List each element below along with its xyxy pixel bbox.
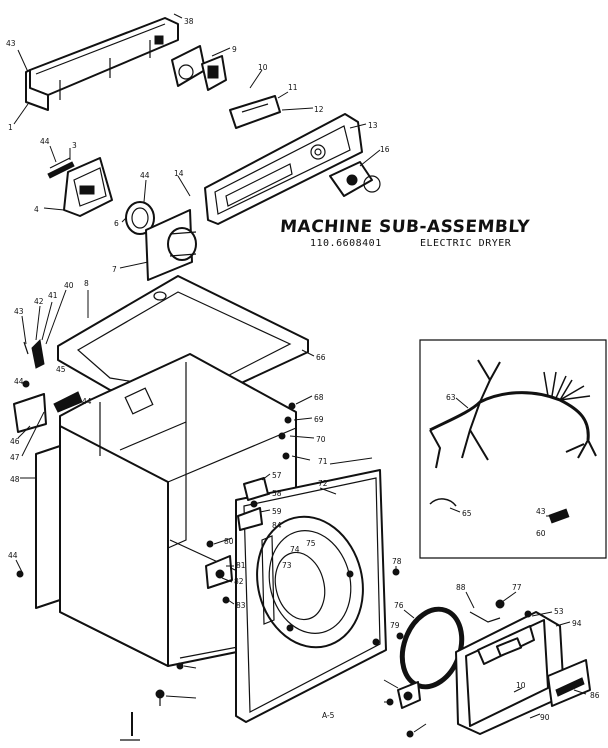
switch-bracket [229,95,281,129]
model-description: ELECTRIC DRYER [420,238,512,249]
callout: 44 [140,171,150,180]
console-top-panel [25,17,179,111]
callout: 38 [184,17,194,26]
callout: 6 [114,219,119,228]
callout: 65 [462,509,472,518]
callout: 58 [272,489,282,498]
diagram-title: MACHINE SUB-ASSEMBLY [279,217,530,237]
door-hinge [386,681,421,738]
door-assembly [455,611,591,735]
page-code: A-5 [322,711,335,720]
callout: 66 [316,353,326,362]
callout: 94 [572,619,582,628]
callout: 9 [232,45,237,54]
callout: 1 [8,123,13,132]
lamp-bracket [145,209,197,281]
door-switch [63,157,113,217]
callout: 81 [236,561,246,570]
callout: 7 [112,265,117,274]
callout: 84 [272,521,282,530]
callout: 40 [64,281,74,290]
callout: 41 [48,291,58,300]
callout: 3 [72,141,77,150]
callout: 47 [10,453,20,462]
callout: 57 [272,471,282,480]
callout: 73 [282,561,292,570]
callout: 82 [234,577,244,586]
callout: 45 [56,365,66,374]
control-panel [204,113,363,225]
callout: 78 [392,557,402,566]
wiring-harness-inset [419,339,607,559]
callout: 13 [368,121,378,130]
front-panel [235,469,387,723]
callout: 60 [536,529,546,538]
callout: 75 [306,539,316,548]
timer-motor [171,45,227,91]
callout: 12 [314,105,324,114]
callout: 44 [82,397,92,406]
callout: 77 [512,583,522,592]
terminal-clip [47,157,75,179]
callout: 43 [6,39,16,48]
callout: 43 [14,307,24,316]
callout: 69 [314,415,324,424]
callout: 80 [224,537,234,546]
callout: 10 [258,63,268,72]
control-knob [329,161,381,197]
callout: 42 [34,297,44,306]
bottom-marks [120,712,140,741]
callout: 63 [446,393,456,402]
callout: 53 [554,607,564,616]
callout: 4 [34,205,39,214]
callout: 83 [236,601,246,610]
callout: 8 [84,279,89,288]
callout: 71 [318,457,328,466]
callout: 11 [288,83,298,92]
callout: 88 [456,583,466,592]
cabinet-top [57,275,309,405]
callout: 44 [14,377,24,386]
callout: 43 [536,507,546,516]
callout: 79 [390,621,400,630]
callout: 68 [314,393,324,402]
callout: 14 [174,169,184,178]
callout: 70 [316,435,326,444]
hinge-hardware [22,338,45,388]
callout: 10 [516,681,526,690]
callout: 72 [318,479,328,488]
callout: 46 [10,437,20,446]
callout: 16 [380,145,390,154]
model-number: 110.6608401 [310,238,382,249]
callout: 48 [10,475,20,484]
callout: 74 [290,545,300,554]
side-bracket [13,391,83,433]
cabinet-screws [155,402,296,706]
callout-labels: 38 43 1 9 10 11 12 13 16 44 3 4 44 14 6 … [6,17,600,722]
callout: 44 [40,137,50,146]
callout: 90 [540,713,550,722]
callout: 86 [590,691,600,700]
callout: 59 [272,507,282,516]
callout: 44 [8,551,18,560]
callout: 76 [394,601,404,610]
rear-panel-strip [35,445,61,609]
